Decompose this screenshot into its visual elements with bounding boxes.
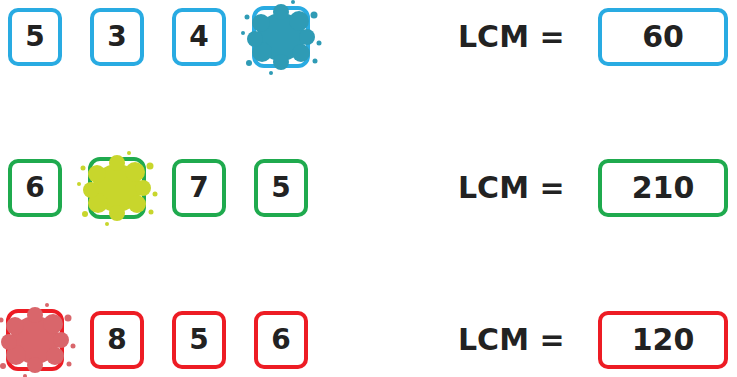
lcm-label: LCM = xyxy=(458,22,565,52)
number-text: 5 xyxy=(25,23,44,51)
paint-splat xyxy=(241,0,322,75)
number-card: 6 xyxy=(8,159,62,217)
number-card: 4 xyxy=(172,8,226,66)
number-card: 3 xyxy=(90,8,144,66)
number-card: 8 xyxy=(90,311,144,369)
number-card: 5 xyxy=(8,8,62,66)
number-text: 5 xyxy=(189,326,208,354)
number-card: 7 xyxy=(172,159,226,217)
number-text: 8 xyxy=(107,326,126,354)
number-text: 120 xyxy=(632,325,695,355)
number-text: 6 xyxy=(25,174,44,202)
hidden-card xyxy=(0,303,76,377)
hidden-card xyxy=(241,0,322,75)
paint-splat xyxy=(0,303,76,377)
number-text: 5 xyxy=(271,174,290,202)
number-text: 210 xyxy=(632,173,695,203)
number-text: 3 xyxy=(107,23,126,51)
answer-box: 120 xyxy=(598,311,728,369)
number-card: 6 xyxy=(254,311,308,369)
number-text: 6 xyxy=(271,326,290,354)
answer-box: 210 xyxy=(598,159,728,217)
number-card: 5 xyxy=(172,311,226,369)
hidden-card xyxy=(77,151,158,226)
lcm-label: LCM = xyxy=(458,325,565,355)
lcm-label: LCM = xyxy=(458,173,565,203)
paint-splat xyxy=(77,151,158,226)
number-text: 7 xyxy=(189,174,208,202)
answer-box: 60 xyxy=(598,8,728,66)
number-text: 4 xyxy=(189,23,208,51)
number-text: 60 xyxy=(642,22,684,52)
number-card: 5 xyxy=(254,159,308,217)
